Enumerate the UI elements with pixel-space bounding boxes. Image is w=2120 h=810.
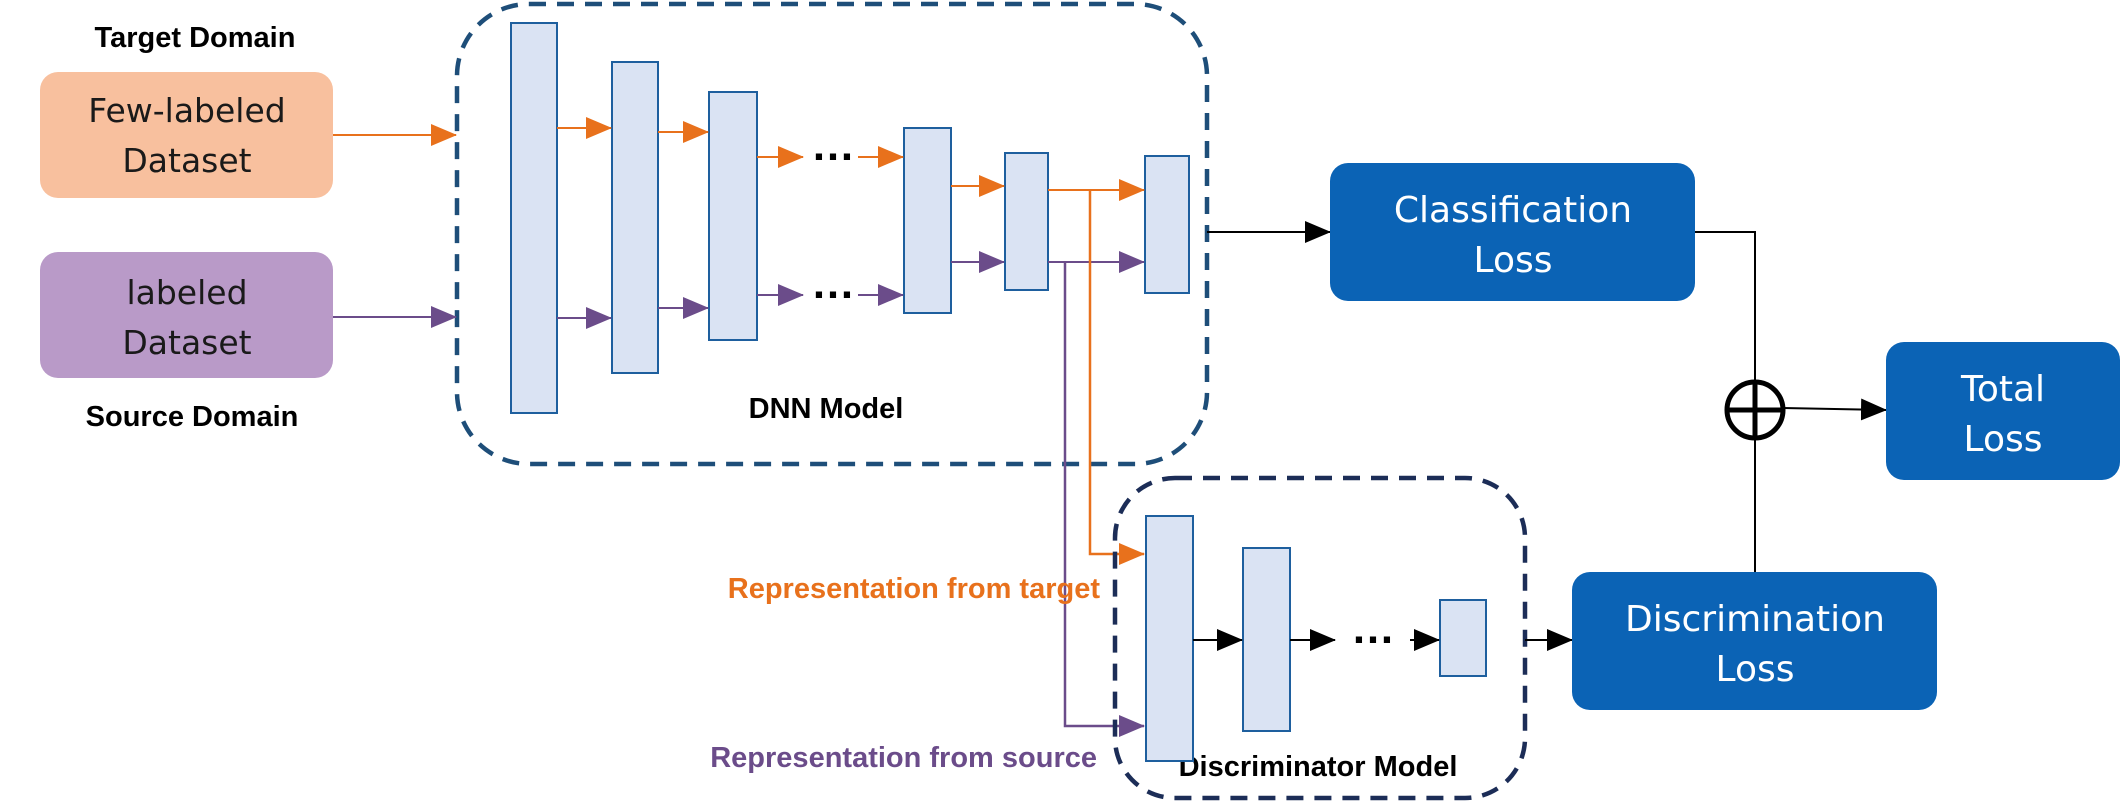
classification-loss-line2: Loss — [1474, 240, 1553, 281]
discriminator-layers — [1145, 515, 1487, 762]
source-dataset-box — [40, 252, 333, 378]
dnn-layer-1 — [510, 22, 558, 414]
source-dataset-line1: labeled — [126, 273, 247, 312]
dnn-layer-4 — [903, 127, 952, 314]
target-dataset-line2: Dataset — [122, 141, 251, 180]
representation-target-label: Representation from target — [728, 573, 1101, 605]
dnn-layer-3 — [708, 91, 758, 341]
representation-source-label: Representation from source — [710, 742, 1097, 774]
dnn-layers — [510, 22, 1190, 414]
discrimination-loss-box — [1572, 572, 1937, 710]
dnn-target-ellipsis: … — [811, 121, 855, 170]
disc-layer-3 — [1439, 599, 1487, 677]
dnn-layer-6 — [1144, 155, 1190, 294]
discriminator-ellipsis: … — [1351, 604, 1395, 653]
target-representation-path — [1088, 190, 1145, 565]
classification-loss-line1: Classification — [1394, 190, 1632, 231]
dnn-source-flow — [557, 251, 1145, 329]
target-dataset-box — [40, 72, 333, 198]
classification-to-sum-path — [1695, 231, 1756, 380]
discrimination-loss-line1: Discrimination — [1625, 599, 1885, 640]
dnn-layer-5 — [1004, 152, 1049, 291]
dnn-source-ellipsis: … — [811, 259, 855, 308]
circled-plus-icon — [1724, 379, 1786, 441]
sum-to-total-arrow — [1782, 398, 1887, 421]
total-loss-line2: Loss — [1964, 419, 2043, 460]
source-domain-label: Source Domain — [86, 401, 299, 433]
discriminator-title: Discriminator Model — [1179, 751, 1458, 783]
total-loss-box — [1886, 342, 2120, 480]
dnn-layer-2 — [611, 61, 659, 374]
dnn-model-container — [454, 1, 1210, 467]
discrimination-loss-line2: Loss — [1716, 649, 1795, 690]
dnn-target-flow — [557, 117, 1145, 201]
total-loss-line1: Total — [1960, 369, 2045, 410]
target-domain-label: Target Domain — [95, 22, 296, 54]
source-representation-path — [1063, 262, 1145, 737]
dnn-model-title: DNN Model — [749, 393, 904, 425]
discriminator-container — [1112, 475, 1528, 801]
classification-loss-box — [1330, 163, 1695, 301]
target-dataset-line1: Few-labeled — [88, 91, 285, 130]
disc-layer-1 — [1145, 515, 1194, 762]
disc-layer-2 — [1242, 547, 1291, 732]
source-dataset-line2: Dataset — [122, 323, 251, 362]
